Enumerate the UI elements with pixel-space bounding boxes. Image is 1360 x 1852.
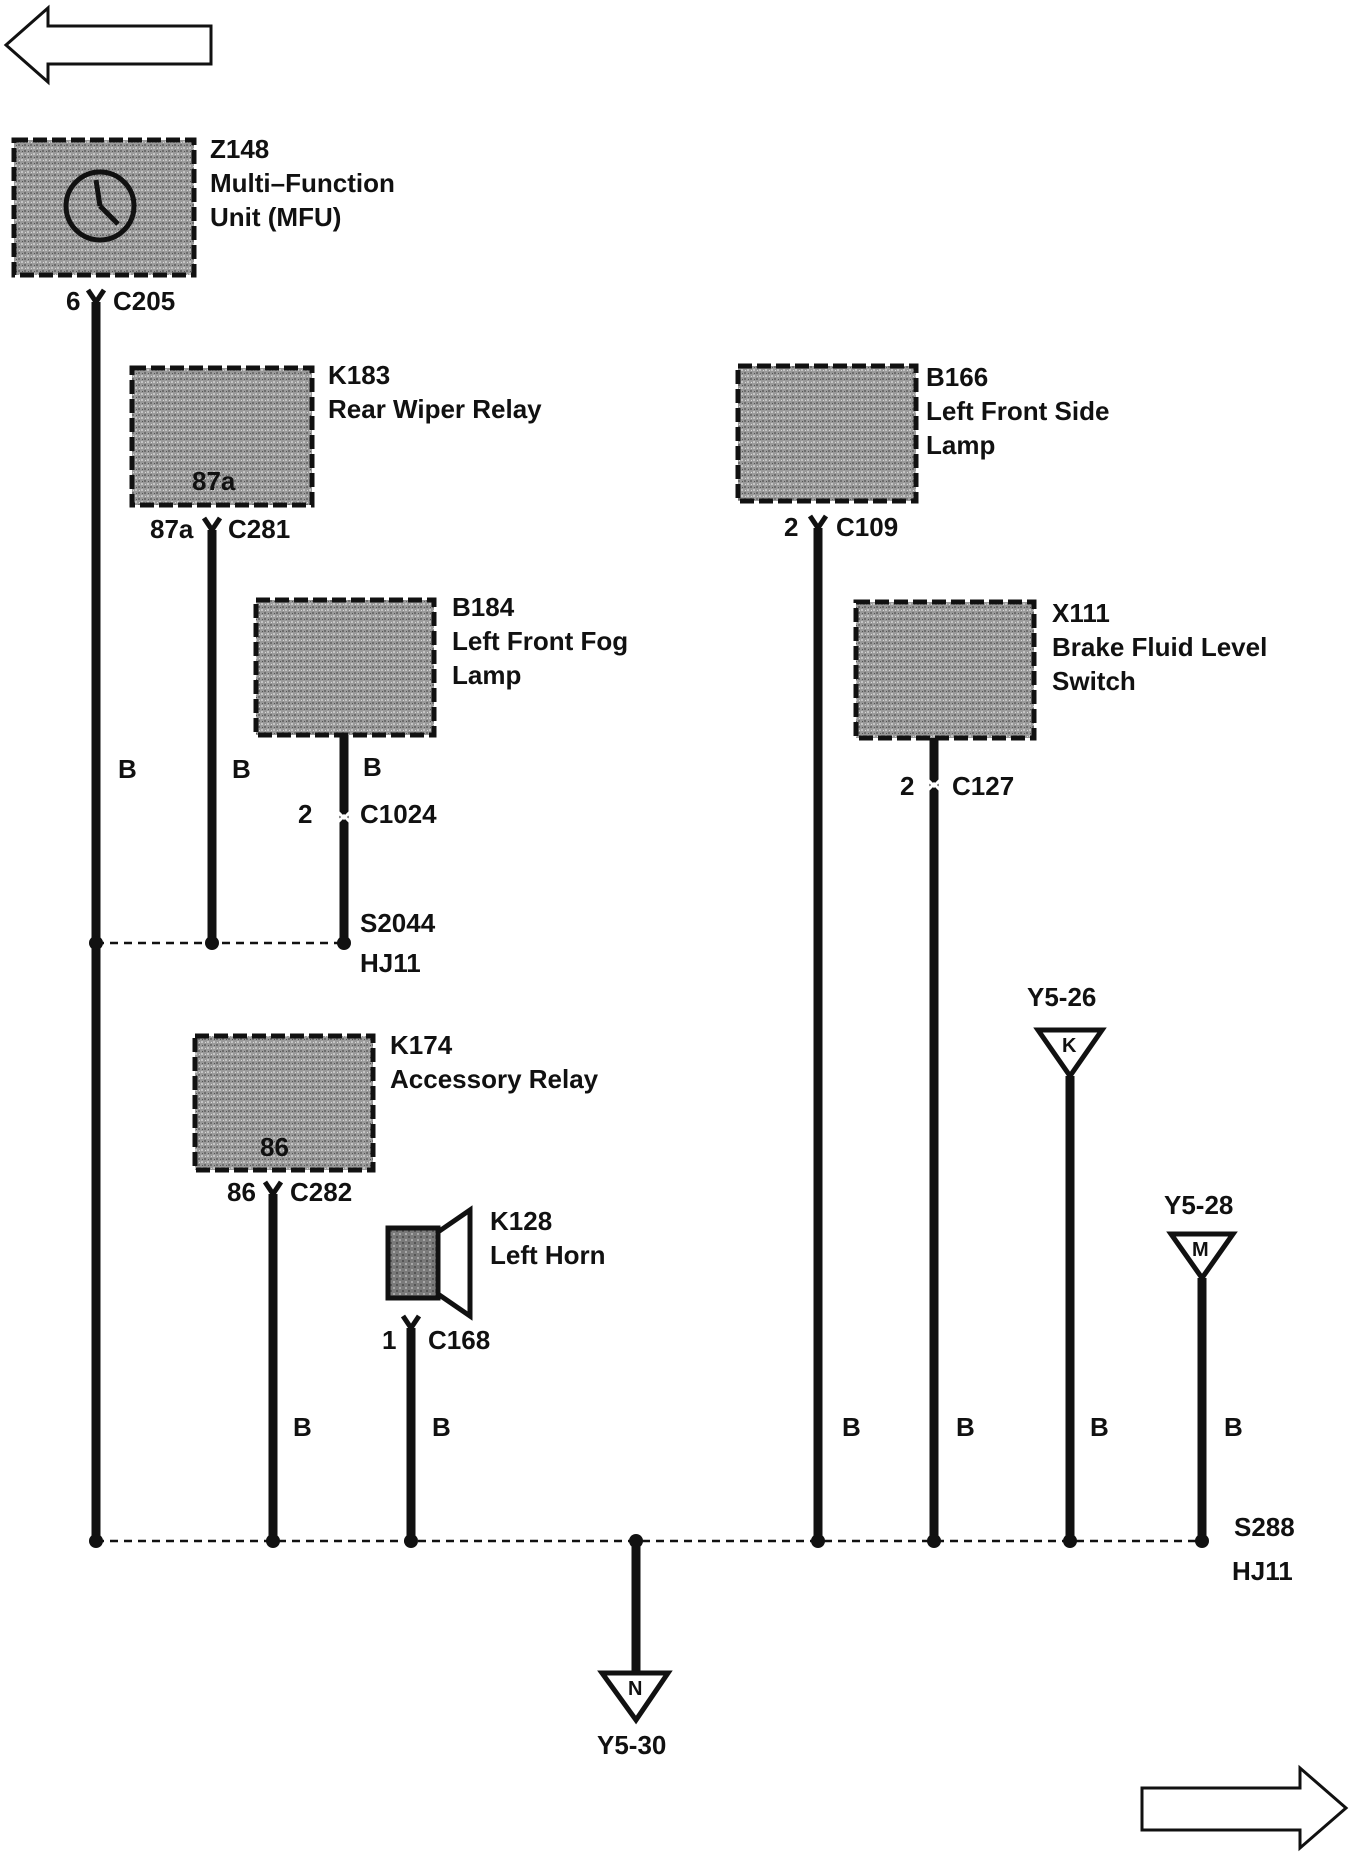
connector-id: C1024	[360, 799, 437, 829]
pin-number: 2	[298, 799, 312, 829]
component-name-line2: Unit (MFU)	[210, 202, 341, 232]
component-name-line1: Accessory Relay	[390, 1064, 599, 1094]
component-k183-rear-wiper-relay: 87a K183 Rear Wiper Relay	[129, 360, 542, 508]
connector-id: C127	[952, 771, 1014, 801]
connector-c281: 87a C281	[150, 514, 290, 544]
wire-color-label: B	[956, 1412, 975, 1442]
pin-number: 87a	[150, 514, 194, 544]
page-reference: Y5-28	[1164, 1190, 1233, 1220]
component-name-line1: Left Front Side	[926, 396, 1109, 426]
component-code: B166	[926, 362, 988, 392]
page-reference: Y5-30	[597, 1730, 666, 1760]
component-code: Z148	[210, 134, 269, 164]
component-code: K128	[490, 1206, 552, 1236]
connector-c205: 6 C205	[66, 286, 175, 316]
component-name-line1: Rear Wiper Relay	[328, 394, 542, 424]
splice-id: S288	[1234, 1512, 1295, 1542]
connector-id: C205	[113, 286, 175, 316]
reference-y5-30[interactable]: N Y5-30	[597, 1670, 673, 1760]
component-name-line1: Left Front Fog	[452, 626, 628, 656]
clock-icon	[63, 169, 137, 243]
connector-id: C281	[228, 514, 290, 544]
pin-number: 86	[227, 1177, 256, 1207]
component-name-line1: Left Horn	[490, 1240, 606, 1270]
pin-number: 2	[900, 771, 914, 801]
splice-id: S2044	[360, 908, 436, 938]
page-reference: Y5-26	[1027, 982, 1096, 1012]
connector-c168: 1 C168	[382, 1314, 490, 1355]
reference-letter: M	[1192, 1239, 1209, 1261]
connector-id: C168	[428, 1325, 490, 1355]
wire-color-label: B	[1224, 1412, 1243, 1442]
reference-y5-26[interactable]: Y5-26 K	[1027, 982, 1107, 1081]
relay-terminal-label: 86	[260, 1132, 289, 1162]
harness-id: HJ11	[360, 948, 421, 978]
previous-page-arrow-icon[interactable]	[3, 4, 213, 86]
next-page-arrow-icon[interactable]	[1140, 1764, 1349, 1852]
connector-c127: 2 C127	[900, 771, 1014, 801]
reference-y5-28[interactable]: Y5-28 M	[1164, 1190, 1238, 1283]
component-b184-left-front-fog-lamp: B184 Left Front Fog Lamp	[253, 592, 628, 738]
connector-id: C109	[836, 512, 898, 542]
wire-color-label: B	[293, 1412, 312, 1442]
pin-number: 1	[382, 1325, 396, 1355]
component-name-line2: Switch	[1052, 666, 1136, 696]
connector-id: C282	[290, 1177, 352, 1207]
component-code: K174	[390, 1030, 453, 1060]
component-k174-accessory-relay: 86 K174 Accessory Relay	[192, 1030, 599, 1173]
wire-color-label: B	[363, 752, 382, 782]
wire-color-label: B	[118, 754, 137, 784]
component-z148-mfu: Z148 Multi–Function Unit (MFU)	[11, 134, 395, 278]
pin-number: 6	[66, 286, 80, 316]
relay-terminal-label: 87a	[192, 466, 236, 496]
component-b166-left-front-side-lamp: B166 Left Front Side Lamp	[735, 362, 1109, 504]
connector-c1024: 2 C1024	[298, 799, 437, 829]
reference-letter: K	[1062, 1035, 1077, 1057]
connector-c109: 2 C109	[784, 512, 898, 542]
component-name-line2: Lamp	[926, 430, 995, 460]
component-code: B184	[452, 592, 515, 622]
component-code: K183	[328, 360, 390, 390]
wire-color-label: B	[842, 1412, 861, 1442]
harness-id: HJ11	[1232, 1556, 1293, 1586]
component-name-line1: Multi–Function	[210, 168, 395, 198]
splice-s288: S288 HJ11	[89, 1512, 1295, 1586]
splice-s2044: S2044 HJ11	[89, 908, 436, 978]
component-code: X111	[1052, 598, 1110, 628]
reference-letter: N	[628, 1678, 642, 1700]
pin-number: 2	[784, 512, 798, 542]
wire-color-label: B	[432, 1412, 451, 1442]
component-name-line1: Brake Fluid Level	[1052, 632, 1267, 662]
wire-color-label: B	[232, 754, 251, 784]
component-x111-brake-fluid-level-switch: X111 Brake Fluid Level Switch	[853, 598, 1267, 741]
wire-color-label: B	[1090, 1412, 1109, 1442]
horn-icon	[385, 1205, 473, 1321]
component-k128-left-horn: K128 Left Horn	[385, 1205, 606, 1321]
component-name-line2: Lamp	[452, 660, 521, 690]
connector-c282: 86 C282	[227, 1177, 352, 1207]
